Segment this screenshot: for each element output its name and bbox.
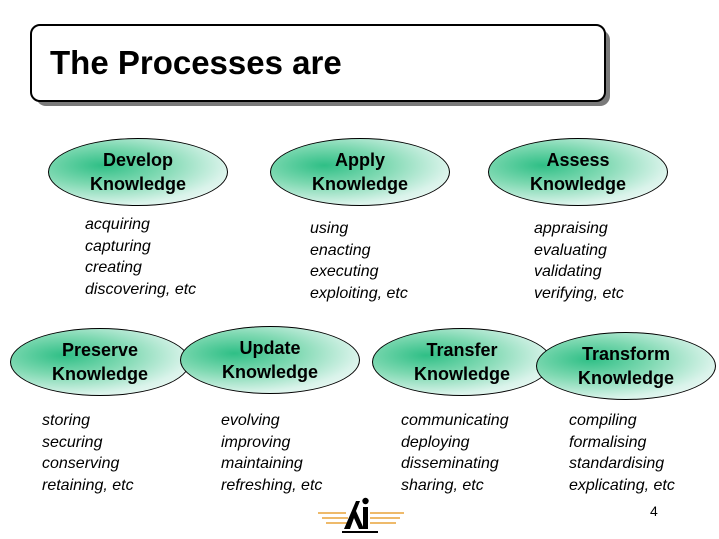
list-item: sharing, etc bbox=[401, 476, 484, 494]
list-item: disseminating bbox=[401, 455, 499, 473]
process-develop-list: acquiring capturing creating discovering… bbox=[85, 214, 196, 300]
process-transform-label: Transform Knowledge bbox=[577, 344, 674, 388]
list-item: exploiting, etc bbox=[310, 284, 408, 302]
list-item: improving bbox=[221, 433, 291, 451]
list-item: executing bbox=[310, 263, 379, 281]
list-item: enacting bbox=[310, 241, 371, 259]
list-item: explicating, etc bbox=[569, 476, 675, 494]
list-item: discovering, etc bbox=[85, 280, 197, 298]
process-transfer-oval: Transfer Knowledge bbox=[372, 328, 552, 396]
process-apply-label: Apply Knowledge bbox=[311, 150, 408, 194]
list-item: compiling bbox=[569, 412, 637, 429]
process-preserve-list: storing securing conserving retaining, e… bbox=[42, 410, 134, 496]
list-item: storing bbox=[42, 412, 91, 429]
list-item: securing bbox=[42, 433, 103, 451]
list-item: refreshing, etc bbox=[221, 476, 323, 494]
list-item: appraising bbox=[534, 220, 608, 237]
process-transfer-list: communicating deploying disseminating sh… bbox=[401, 410, 509, 496]
process-preserve-oval: Preserve Knowledge bbox=[10, 328, 190, 396]
list-item: maintaining bbox=[221, 455, 303, 473]
process-apply-list: using enacting executing exploiting, etc bbox=[310, 218, 408, 304]
list-item: deploying bbox=[401, 433, 470, 451]
page-number: 4 bbox=[650, 503, 658, 519]
list-item: validating bbox=[534, 263, 602, 281]
process-preserve-label: Preserve Knowledge bbox=[51, 340, 148, 384]
process-develop-label: Develop Knowledge bbox=[89, 150, 186, 194]
page-title: The Processes are bbox=[50, 44, 342, 81]
list-item: evaluating bbox=[534, 241, 607, 259]
process-develop-oval: Develop Knowledge bbox=[48, 138, 228, 206]
list-item: evolving bbox=[221, 412, 280, 429]
list-item: creating bbox=[85, 259, 142, 277]
process-transfer-label: Transfer Knowledge bbox=[413, 340, 510, 384]
list-item: verifying, etc bbox=[534, 284, 624, 302]
process-assess-list: appraising evaluating validating verifyi… bbox=[534, 218, 624, 304]
list-item: formalising bbox=[569, 433, 647, 451]
process-assess-label: Assess Knowledge bbox=[529, 150, 626, 194]
aiai-logo bbox=[318, 497, 404, 533]
process-assess-oval: Assess Knowledge bbox=[488, 138, 668, 206]
list-item: communicating bbox=[401, 412, 509, 429]
process-apply-oval: Apply Knowledge bbox=[270, 138, 450, 206]
list-item: conserving bbox=[42, 455, 120, 473]
list-item: capturing bbox=[85, 237, 151, 255]
process-update-oval: Update Knowledge bbox=[180, 326, 360, 394]
process-transform-oval: Transform Knowledge bbox=[536, 332, 716, 400]
list-item: acquiring bbox=[85, 216, 150, 233]
title-box: The Processes are bbox=[30, 24, 606, 102]
list-item: using bbox=[310, 220, 349, 237]
process-transform-list: compiling formalising standardising expl… bbox=[569, 410, 675, 496]
list-item: standardising bbox=[569, 455, 665, 473]
list-item: retaining, etc bbox=[42, 476, 134, 494]
process-update-label: Update Knowledge bbox=[221, 338, 318, 382]
process-update-list: evolving improving maintaining refreshin… bbox=[221, 410, 322, 496]
